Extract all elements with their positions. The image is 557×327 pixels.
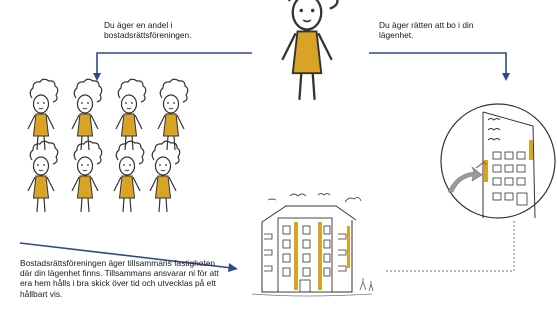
association-text-line: Bostadsrättsföreningen äger tillsammans …	[20, 258, 216, 268]
arrow-icon	[19, 242, 238, 272]
right-to-live-text: Du äger rätten att bo i din lägenhet.	[379, 20, 509, 40]
share-text: Du äger en andel i bostadsrättsföreninge…	[104, 20, 234, 40]
arrow-icon	[93, 52, 252, 81]
right-text-line: Du äger rätten att bo i din	[379, 20, 474, 30]
person-icon	[281, 0, 341, 101]
share-text-line: Du äger en andel i	[104, 20, 173, 30]
arrow-icon	[369, 52, 510, 81]
association-text-line: där din lägenhet finns. Tillsammans ansv…	[20, 268, 219, 279]
association-text-line: era hem hålls i bra skick över tid och u…	[20, 278, 216, 289]
association-text-line: hållbart vis.	[20, 288, 63, 299]
dotted-connector	[386, 220, 515, 272]
apartment-building-icon	[251, 193, 374, 297]
share-text-line: bostadsrättsföreningen.	[104, 30, 192, 41]
group-of-members-icon	[27, 78, 189, 213]
association-text: Bostadsrättsföreningen äger tillsammans …	[20, 258, 242, 299]
right-text-line: lägenhet.	[379, 30, 414, 41]
apartment-closeup-icon	[440, 103, 556, 219]
